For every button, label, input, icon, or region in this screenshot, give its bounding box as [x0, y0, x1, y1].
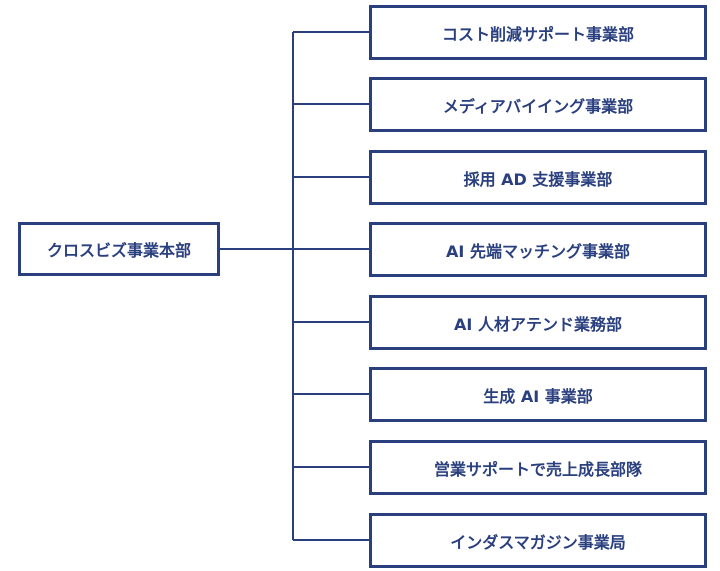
dept-node-ai-matching: AI 先端マッチング事業部 — [369, 222, 707, 277]
root-node: クロスビズ事業本部 — [18, 222, 220, 276]
dept-node-label: 採用 AD 支援事業部 — [463, 169, 613, 189]
dept-node-label: 生成 AI 事業部 — [483, 386, 593, 406]
dept-node-sales-support: 営業サポートで売上成長部隊 — [369, 440, 707, 495]
dept-node-indus-magazine: インダスマガジン事業局 — [369, 513, 707, 568]
dept-node-label: AI 先端マッチング事業部 — [446, 241, 630, 261]
dept-node-media-buying: メディアバイイング事業部 — [369, 77, 707, 132]
dept-node-label: メディアバイイング事業部 — [442, 96, 634, 116]
dept-node-label: AI 人材アテンド業務部 — [454, 314, 622, 334]
dept-node-label: コスト削減サポート事業部 — [441, 24, 634, 44]
root-node-label: クロスビズ事業本部 — [46, 241, 191, 260]
dept-node-label: 営業サポートで売上成長部隊 — [433, 459, 642, 479]
dept-node-generative-ai: 生成 AI 事業部 — [369, 367, 707, 422]
dept-node-ai-talent: AI 人材アテンド業務部 — [369, 295, 707, 350]
dept-node-cost-reduction: コスト削減サポート事業部 — [369, 5, 707, 60]
dept-node-recruiting-ad: 採用 AD 支援事業部 — [369, 150, 707, 205]
dept-node-label: インダスマガジン事業局 — [450, 532, 626, 552]
